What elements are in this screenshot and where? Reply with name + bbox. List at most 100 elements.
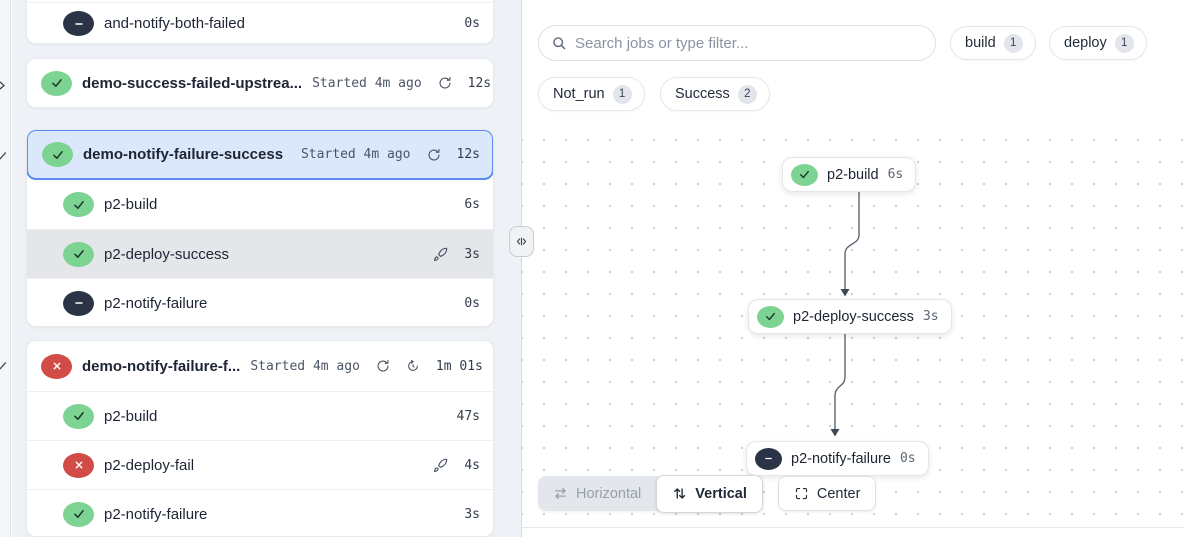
layout-toolbar: Horizontal Vertical Center [538,474,877,513]
job-duration: 6s [464,197,480,212]
pipeline-duration: 12s [467,75,492,91]
success-check-icon [63,192,94,217]
panel-resize-handle[interactable] [509,226,534,257]
chip-count-badge: 1 [1114,33,1134,53]
chip-count-badge: 2 [737,84,757,104]
chip-label: build [965,35,996,51]
left-rail [0,0,11,537]
started-label: Started 4m ago [300,147,411,162]
started-label: Started 4m ago [250,358,360,374]
job-duration: 0s [464,16,480,31]
success-check-icon [41,70,72,96]
check-icon [0,149,9,163]
pipeline-duration: 1m 01s [435,358,483,374]
job-name: p2-build [104,196,158,213]
success-check-icon [791,163,818,186]
success-check-icon [757,305,784,328]
job-row[interactable]: p2-notify-failure 3s [27,489,493,536]
success-check-icon [63,501,94,527]
search-icon [551,35,567,51]
card-filler [27,0,493,2]
job-duration: 4s [464,457,480,473]
center-view-button[interactable]: Center [777,476,877,511]
node-duration: 0s [899,451,916,466]
job-name: p2-build [104,407,158,425]
job-row[interactable]: p2-build 47s [27,391,493,440]
job-duration: 47s [456,408,480,424]
search-input[interactable] [575,34,923,52]
started-label: Started 4m ago [312,75,422,91]
swap-vertical-icon [674,488,686,499]
job-name: and-notify-both-failed [104,15,245,32]
center-frame-icon [795,487,807,500]
notrun-minus-icon [63,290,94,316]
node-name: p2-build [827,166,879,183]
success-check-icon [42,142,73,167]
job-name: p2-deploy-success [104,245,230,263]
filter-chip-success[interactable]: Success 2 [660,77,770,111]
chevron-right-icon [0,79,9,93]
job-name: p2-notify-failure [104,505,208,523]
failed-x-icon [41,353,72,379]
job-row[interactable]: p2-build 6s [27,180,493,229]
pipeline-duration: 12s [456,147,480,162]
rocket-icon [433,247,448,262]
vertical-layout-button[interactable]: Vertical [656,474,763,513]
job-duration: 3s [464,246,480,262]
job-duration: 0s [464,295,480,311]
job-row[interactable]: and-notify-both-failed 0s [27,2,493,43]
search-bar [538,25,936,61]
chip-label: Success [675,86,730,102]
retried-icon[interactable] [406,359,420,373]
chip-label: Not_run [553,86,605,102]
success-check-icon [63,403,94,429]
pipeline-header-row[interactable]: demo-success-failed-upstrea... Started 4… [27,59,493,107]
node-duration: 3s [922,309,939,324]
chip-count-badge: 1 [1003,33,1023,53]
pipeline-header-row[interactable]: demo-notify-failure-f... Started 4m ago … [27,341,493,391]
success-check-icon [63,241,94,267]
pipeline-card-selected: demo-notify-failure-success Started 4m a… [26,129,494,327]
horizontal-label: Horizontal [576,485,642,502]
node-name: p2-notify-failure [791,450,891,467]
rerun-icon[interactable] [438,76,452,90]
failed-x-icon [63,452,94,478]
panel-divider [521,0,522,537]
check-icon [0,359,9,373]
pipeline-name: demo-notify-failure-success [83,146,284,163]
dag-node-p2-build[interactable]: p2-build 6s [782,157,917,192]
horizontal-layout-button[interactable]: Horizontal [538,476,656,511]
filter-chip-not-run[interactable]: Not_run 1 [538,77,645,111]
dag-canvas[interactable]: p2-build 6s p2-deploy-success 3s p2-noti… [522,125,1184,528]
node-duration: 6s [887,167,904,182]
job-row[interactable]: p2-deploy-fail 4s [27,440,493,489]
job-card-partial: and-notify-both-failed 0s [26,0,494,44]
orientation-toggle: Horizontal Vertical [538,474,763,513]
pipeline-header-row-selected[interactable]: demo-notify-failure-success Started 4m a… [27,130,493,180]
vertical-label: Vertical [695,485,747,502]
job-name: p2-notify-failure [104,294,208,312]
filter-chip-build[interactable]: build 1 [950,26,1036,60]
dag-node-p2-deploy-success[interactable]: p2-deploy-success 3s [748,299,952,334]
rerun-icon[interactable] [427,148,441,162]
rocket-icon [433,458,448,473]
dag-node-p2-notify-failure[interactable]: p2-notify-failure 0s [746,441,929,476]
job-duration: 3s [464,506,480,522]
pipeline-name: demo-notify-failure-f... [82,357,241,375]
center-label: Center [816,485,861,502]
job-name: p2-deploy-fail [104,456,195,474]
notrun-minus-icon [755,447,782,470]
job-row[interactable]: p2-notify-failure 0s [27,278,493,326]
pipeline-card: demo-notify-failure-f... Started 4m ago … [26,340,494,537]
rerun-icon[interactable] [376,359,390,373]
notrun-minus-icon [63,11,94,36]
pipeline-name: demo-success-failed-upstrea... [82,74,303,92]
swap-horizontal-icon [555,487,566,500]
job-row-hovered[interactable]: p2-deploy-success 3s [27,229,493,278]
node-name: p2-deploy-success [793,308,914,325]
graph-panel: build 1 deploy 1 Not_run 1 Success 2 [522,0,1184,537]
chip-count-badge: 1 [612,84,632,104]
job-list-sidebar: and-notify-both-failed 0s demo-success-f… [12,0,521,537]
filter-chip-deploy[interactable]: deploy 1 [1049,26,1147,60]
